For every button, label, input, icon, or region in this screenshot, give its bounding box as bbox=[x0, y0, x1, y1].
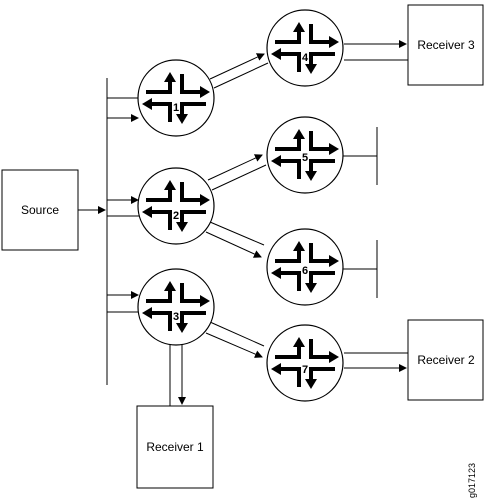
receiver-3-box bbox=[407, 4, 484, 86]
source-node: Source bbox=[1, 169, 79, 251]
receiver-3-node: Receiver 3 bbox=[407, 4, 484, 86]
receiver-2-label: Receiver 2 bbox=[417, 353, 475, 367]
receiver-3-label: Receiver 3 bbox=[417, 38, 475, 52]
router-4-icon bbox=[265, 8, 345, 88]
link-r3-r7-return bbox=[209, 321, 265, 347]
router-6: 6 bbox=[265, 227, 345, 307]
receiver-2-box bbox=[407, 319, 484, 401]
router-3-label: 3 bbox=[173, 311, 179, 323]
link-r1-r4 bbox=[209, 53, 265, 80]
receiver-2-node: Receiver 2 bbox=[407, 319, 484, 401]
router-7-icon bbox=[265, 323, 345, 403]
router-2-icon bbox=[136, 166, 216, 246]
link-r3-r7 bbox=[205, 332, 263, 358]
receiver-1-label: Receiver 1 bbox=[146, 440, 204, 454]
link-r2-r5 bbox=[207, 154, 263, 181]
links bbox=[78, 40, 408, 406]
router-3-icon bbox=[136, 267, 216, 347]
link-r2-r5-return bbox=[211, 164, 267, 191]
router-2: 2 bbox=[136, 166, 216, 246]
source-label: Source bbox=[21, 203, 59, 217]
router-7-label: 7 bbox=[302, 364, 308, 376]
router-3: 3 bbox=[136, 267, 216, 347]
router-5-label: 5 bbox=[302, 152, 308, 164]
router-4: 4 bbox=[265, 8, 345, 88]
router-2-label: 2 bbox=[173, 210, 179, 222]
router-6-label: 6 bbox=[302, 265, 308, 277]
router-4-label: 4 bbox=[302, 52, 309, 64]
link-r1-r4-return bbox=[213, 62, 269, 89]
link-r2-r6 bbox=[205, 231, 262, 258]
link-r2-r6-return bbox=[209, 221, 265, 246]
router-1-icon bbox=[136, 58, 216, 138]
receiver-1-box bbox=[136, 405, 214, 489]
source-box bbox=[1, 169, 79, 251]
receiver-1-node: Receiver 1 bbox=[136, 405, 214, 489]
router-5: 5 bbox=[265, 115, 345, 195]
figure-id: g017123 bbox=[467, 463, 477, 498]
router-7: 7 bbox=[265, 323, 345, 403]
router-1-label: 1 bbox=[173, 102, 179, 114]
router-1: 1 bbox=[136, 58, 216, 138]
